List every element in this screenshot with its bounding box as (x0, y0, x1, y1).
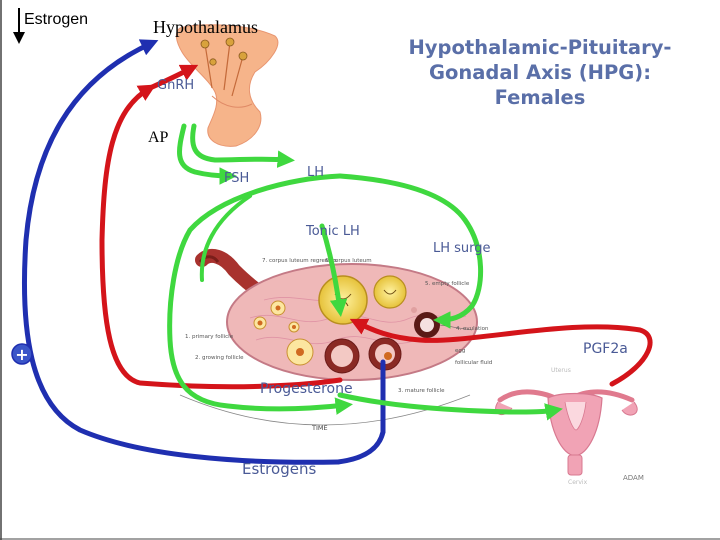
title-line-2: Gonadal Axis (HPG): (428, 60, 652, 84)
tonic-lh-arrow (167, 173, 353, 415)
estrogen-source-arrow (335, 429, 386, 465)
lh-surge-label: LH surge (433, 241, 491, 256)
gnrh-arrow (147, 64, 199, 91)
fsh-to-ovary-arrow (199, 194, 252, 282)
empty-follicle-label: 5. empty follicle (425, 281, 470, 287)
lh-surge-arrow (337, 173, 483, 329)
neuron-icon (200, 37, 248, 66)
follicular-fluid-label: follicular fluid (455, 360, 492, 366)
uterus-illustration: Uterus Cervix (495, 367, 638, 486)
hypothalamus-label: Hypothalamus (153, 17, 258, 37)
corpus-luteum-label: 6. corpus luteum (325, 258, 372, 264)
corpus-luteum-arrow (319, 223, 348, 317)
lh-arrow (190, 123, 295, 168)
lh-label: LH (307, 165, 325, 180)
positive-feedback-badge: + (11, 343, 33, 365)
progesterone-label: Progesterone (260, 381, 353, 397)
mature-follicle-label: 3. mature follicle (398, 388, 445, 394)
anterior-pituitary-label: AP (148, 129, 169, 146)
estrogen-corner-label: Estrogen (24, 11, 89, 28)
hypothalamus-pituitary-illustration (175, 24, 279, 147)
ovulation-label: 4. ovulation (456, 326, 489, 332)
fsh-label: FSH (224, 171, 250, 186)
pgf2a-arrow (349, 318, 653, 387)
fsh-arrow (177, 123, 237, 185)
tonic-lh-label: Tonic LH (306, 224, 360, 239)
title-line-1: Hypothalamic-Pituitary- (408, 36, 672, 59)
adam-credit: ADAM (623, 474, 644, 482)
primary-follicle-label: 1. primary follicle (185, 334, 234, 340)
diagram-title: Hypothalamic-Pituitary- Gonadal Axis (HP… (372, 36, 708, 111)
uterus-label: Uterus (551, 367, 571, 374)
positive-feedback-sign: + (15, 345, 28, 364)
title-line-3: Females (494, 85, 586, 109)
estrogen-decrease-arrow (13, 8, 25, 44)
growing-follicle-label: 2. growing follicle (195, 355, 244, 361)
gnrh-label: GnRH (157, 78, 195, 93)
progesterone-feedback-arrow (99, 84, 343, 390)
progesterone-to-uterus-arrow (337, 392, 563, 421)
cervix-label: Cervix (568, 479, 588, 486)
estrogens-label: Estrogens (242, 460, 317, 478)
corpus-luteum-regresses-label: 7. corpus luteum regresses (262, 258, 337, 264)
egg-label: egg (455, 348, 465, 354)
time-label: TIME (311, 424, 328, 432)
estrogen-feedback-arrow-left (22, 39, 341, 465)
pgf2a-label: PGF2a (583, 341, 628, 357)
